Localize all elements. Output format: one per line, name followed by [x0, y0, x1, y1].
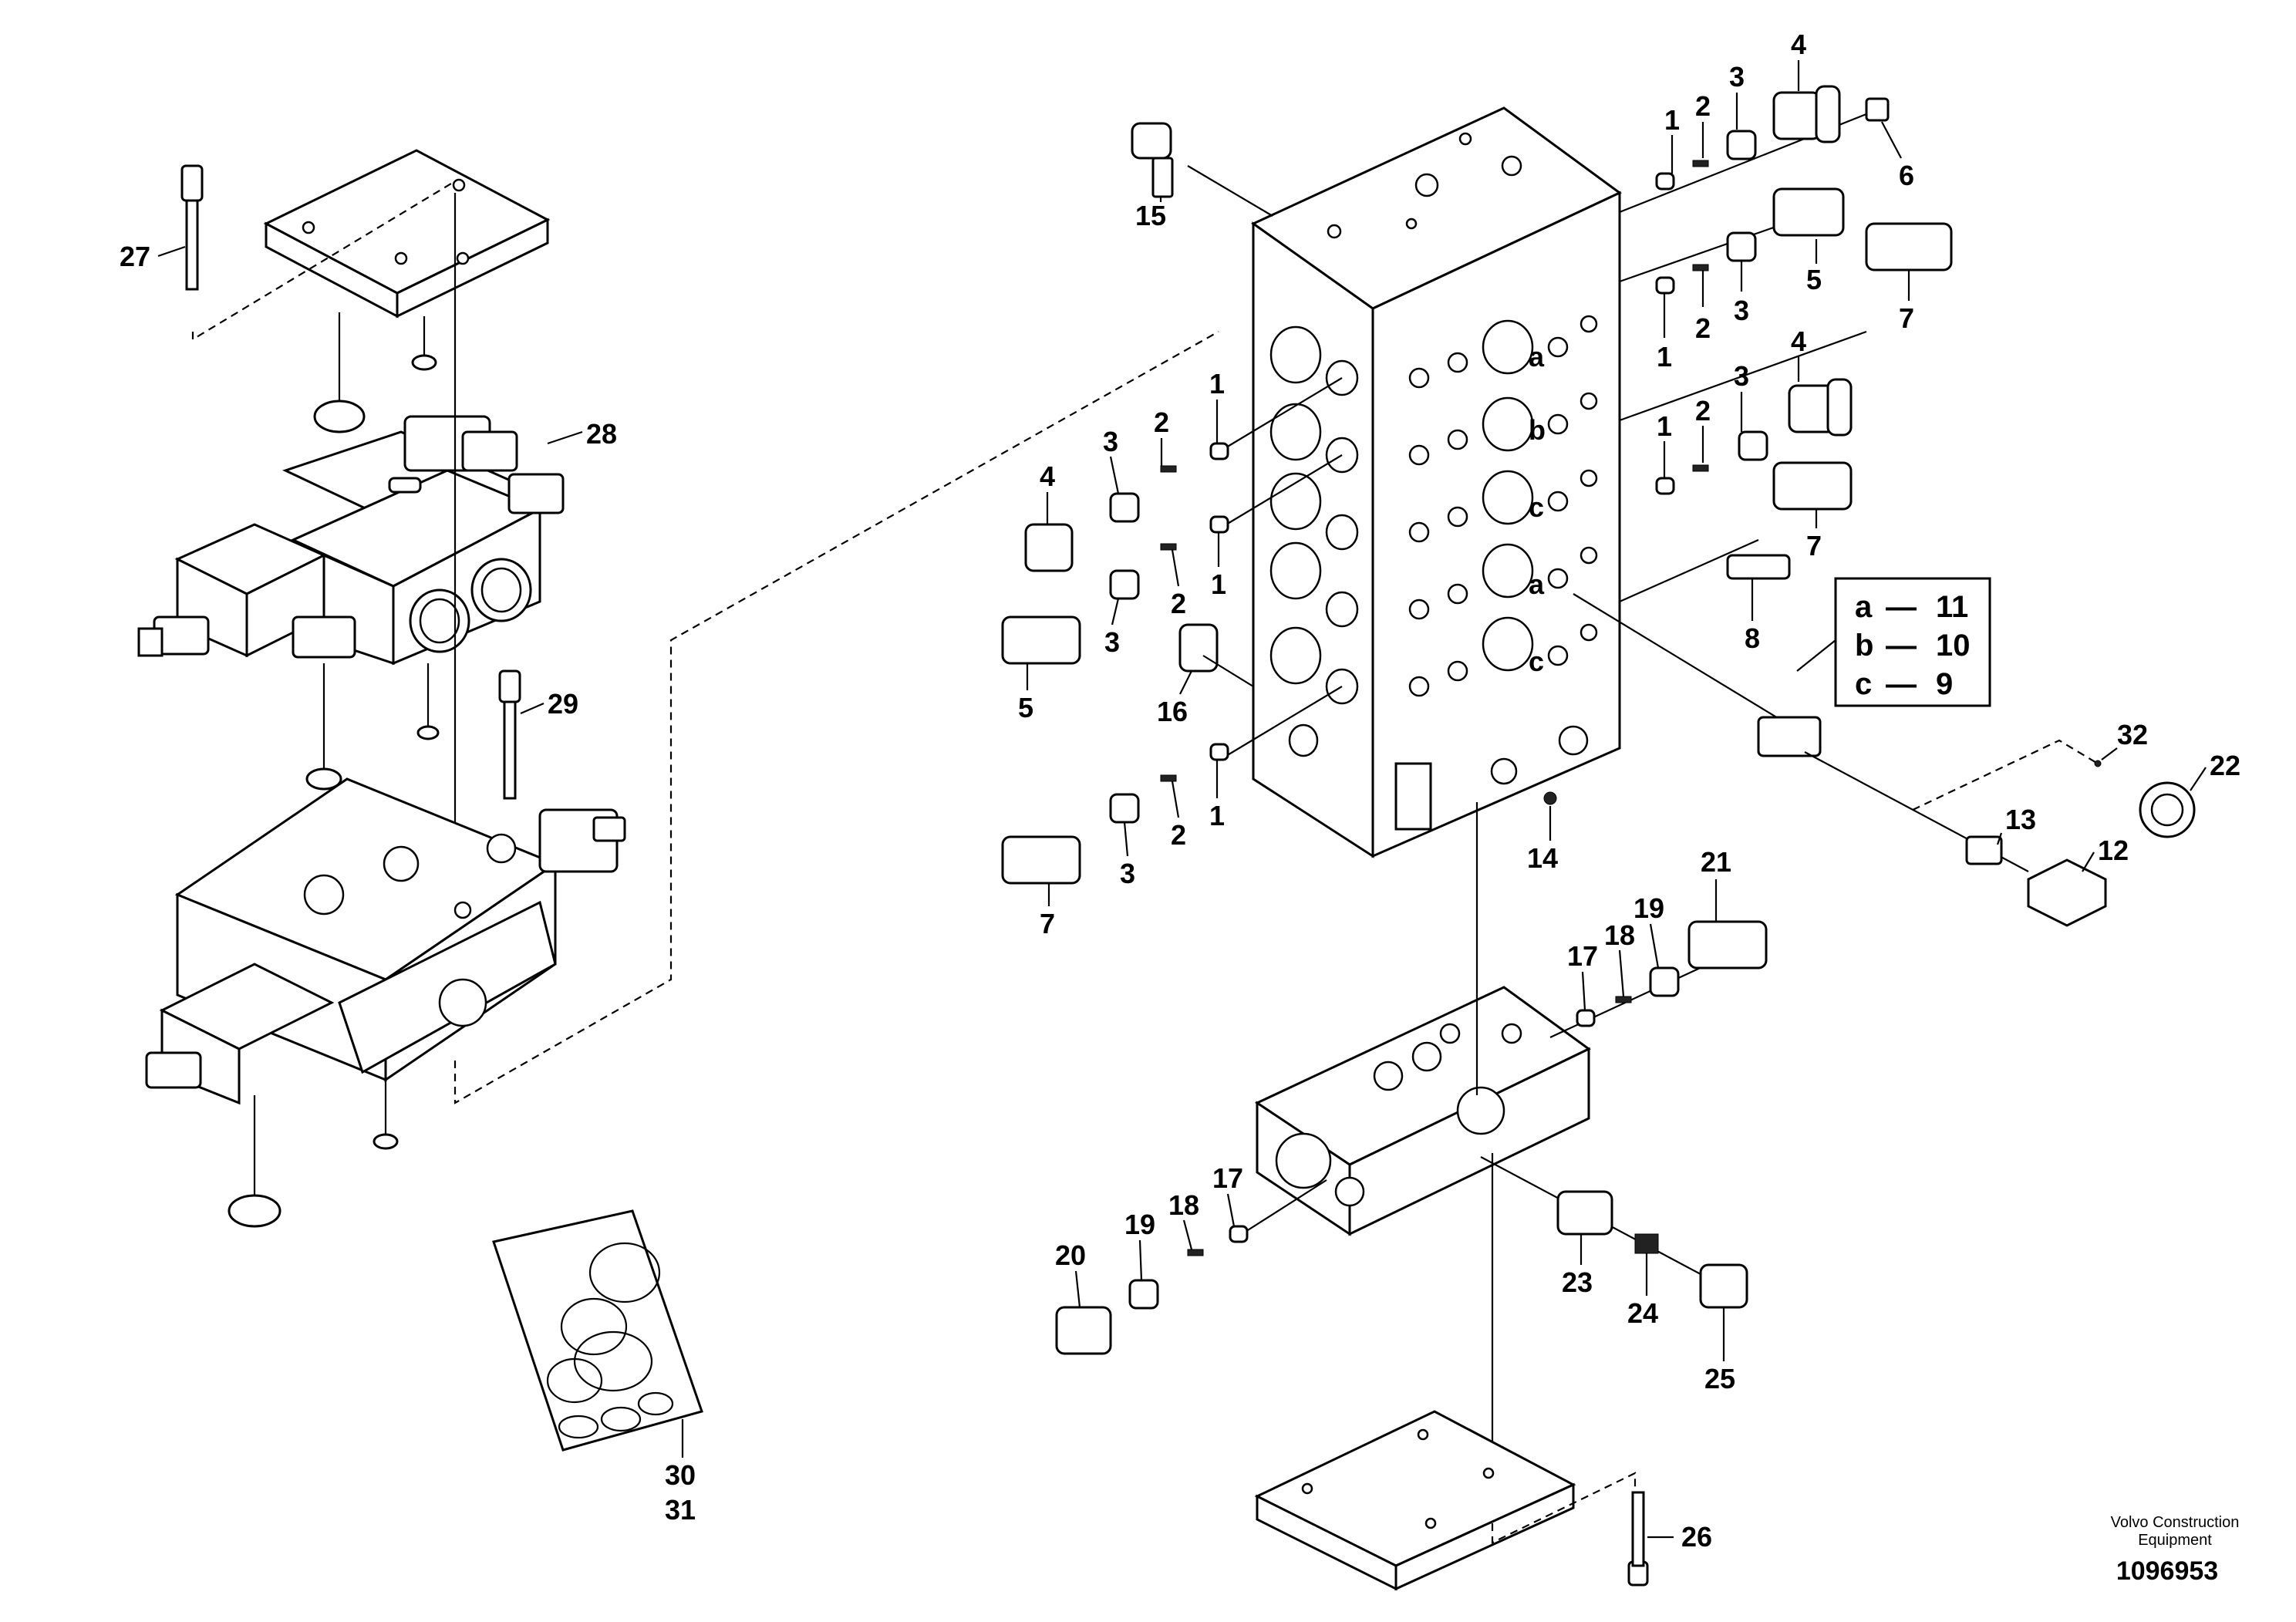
callout-1: 1	[1657, 410, 1672, 442]
callout-2: 2	[1695, 312, 1711, 344]
callout-15: 15	[1135, 200, 1166, 231]
callout-21: 21	[1701, 846, 1731, 878]
callout-26: 26	[1681, 1521, 1712, 1553]
callout-17: 17	[1567, 940, 1598, 972]
port-label-c-lower: c	[1529, 646, 1544, 677]
callout-18: 18	[1168, 1189, 1199, 1221]
callout-6: 6	[1899, 160, 1914, 191]
callout-4: 4	[1040, 460, 1055, 492]
callout-24: 24	[1627, 1297, 1658, 1329]
document-number: 1096953	[2116, 1556, 2218, 1586]
callout-5: 5	[1018, 692, 1033, 723]
callout-3: 3	[1120, 858, 1135, 889]
callout-7: 7	[1040, 908, 1055, 939]
callout-2: 2	[1695, 395, 1711, 427]
callout-1: 1	[1209, 368, 1225, 400]
callout-3: 3	[1734, 360, 1749, 392]
port-label-a-lower: a	[1529, 568, 1545, 600]
legend-key-a: a	[1855, 590, 1873, 624]
callout-17: 17	[1212, 1162, 1243, 1194]
callout-14: 14	[1527, 842, 1558, 874]
legend-dash-a: —	[1886, 590, 1917, 624]
callout-32: 32	[2117, 719, 2148, 750]
callout-4: 4	[1791, 29, 1806, 60]
port-label-a-upper: a	[1529, 341, 1545, 373]
callout-4: 4	[1791, 325, 1806, 357]
callout-3: 3	[1104, 626, 1120, 658]
callout-7: 7	[1899, 302, 1914, 334]
lower-valve-block	[1254, 802, 1591, 1543]
port-label-c-upper: c	[1529, 491, 1544, 523]
callout-2: 2	[1695, 90, 1711, 122]
callout-numbers: 1 2 3 4 6 15 5 7 2 3 1 4 3 2 1 7 8	[120, 29, 2240, 1553]
callout-19: 19	[1124, 1209, 1155, 1240]
legend-key-b: b	[1855, 629, 1873, 663]
callout-7: 7	[1806, 530, 1822, 561]
legend-value-c: 9	[1936, 667, 1953, 701]
callout-3: 3	[1729, 61, 1745, 93]
legend-dash-b: —	[1886, 629, 1917, 663]
callout-18: 18	[1604, 919, 1635, 951]
callout-1: 1	[1664, 104, 1680, 136]
manufacturer-line-2: Equipment	[2138, 1532, 2212, 1549]
legend-value-a: 11	[1936, 590, 1968, 624]
callout-12: 12	[2098, 835, 2129, 866]
bottom-plate	[1254, 1410, 1649, 1591]
callout-3: 3	[1103, 426, 1118, 457]
callout-30: 30	[665, 1459, 696, 1491]
cartridge-parts	[1001, 85, 2196, 1355]
legend-value-b: 10	[1936, 629, 1971, 663]
callout-3: 3	[1734, 295, 1749, 326]
callout-20: 20	[1055, 1239, 1086, 1271]
port-labels: a b c a c	[1529, 341, 1546, 677]
callout-28: 28	[586, 418, 617, 450]
callout-8: 8	[1745, 622, 1760, 654]
callout-1: 1	[1209, 800, 1225, 831]
port-legend: a — 11 b — 10 c — 9	[1796, 577, 1991, 707]
port-label-b: b	[1529, 414, 1546, 446]
left-assembly	[137, 149, 1219, 1228]
callout-23: 23	[1562, 1266, 1593, 1298]
callout-13: 13	[2005, 804, 2036, 835]
callout-5: 5	[1806, 264, 1822, 295]
callout-1: 1	[1211, 568, 1226, 600]
callout-2: 2	[1171, 819, 1186, 851]
legend-dash-c: —	[1886, 667, 1917, 701]
callout-22: 22	[2210, 750, 2240, 781]
callout-27: 27	[120, 241, 150, 272]
footer: Volvo Construction Equipment 1096953	[2111, 1514, 2240, 1586]
callout-16: 16	[1157, 696, 1188, 727]
callout-29: 29	[548, 688, 578, 720]
callout-2: 2	[1154, 406, 1169, 438]
callout-19: 19	[1633, 892, 1664, 924]
legend-key-c: c	[1855, 667, 1872, 701]
manufacturer-line-1: Volvo Construction	[2111, 1514, 2240, 1531]
callout-31: 31	[665, 1494, 696, 1526]
callout-2: 2	[1171, 588, 1186, 619]
callout-1: 1	[1657, 341, 1672, 373]
callout-25: 25	[1704, 1363, 1735, 1394]
seal-kit-bag	[492, 1209, 703, 1458]
main-valve-block	[1251, 106, 1622, 858]
